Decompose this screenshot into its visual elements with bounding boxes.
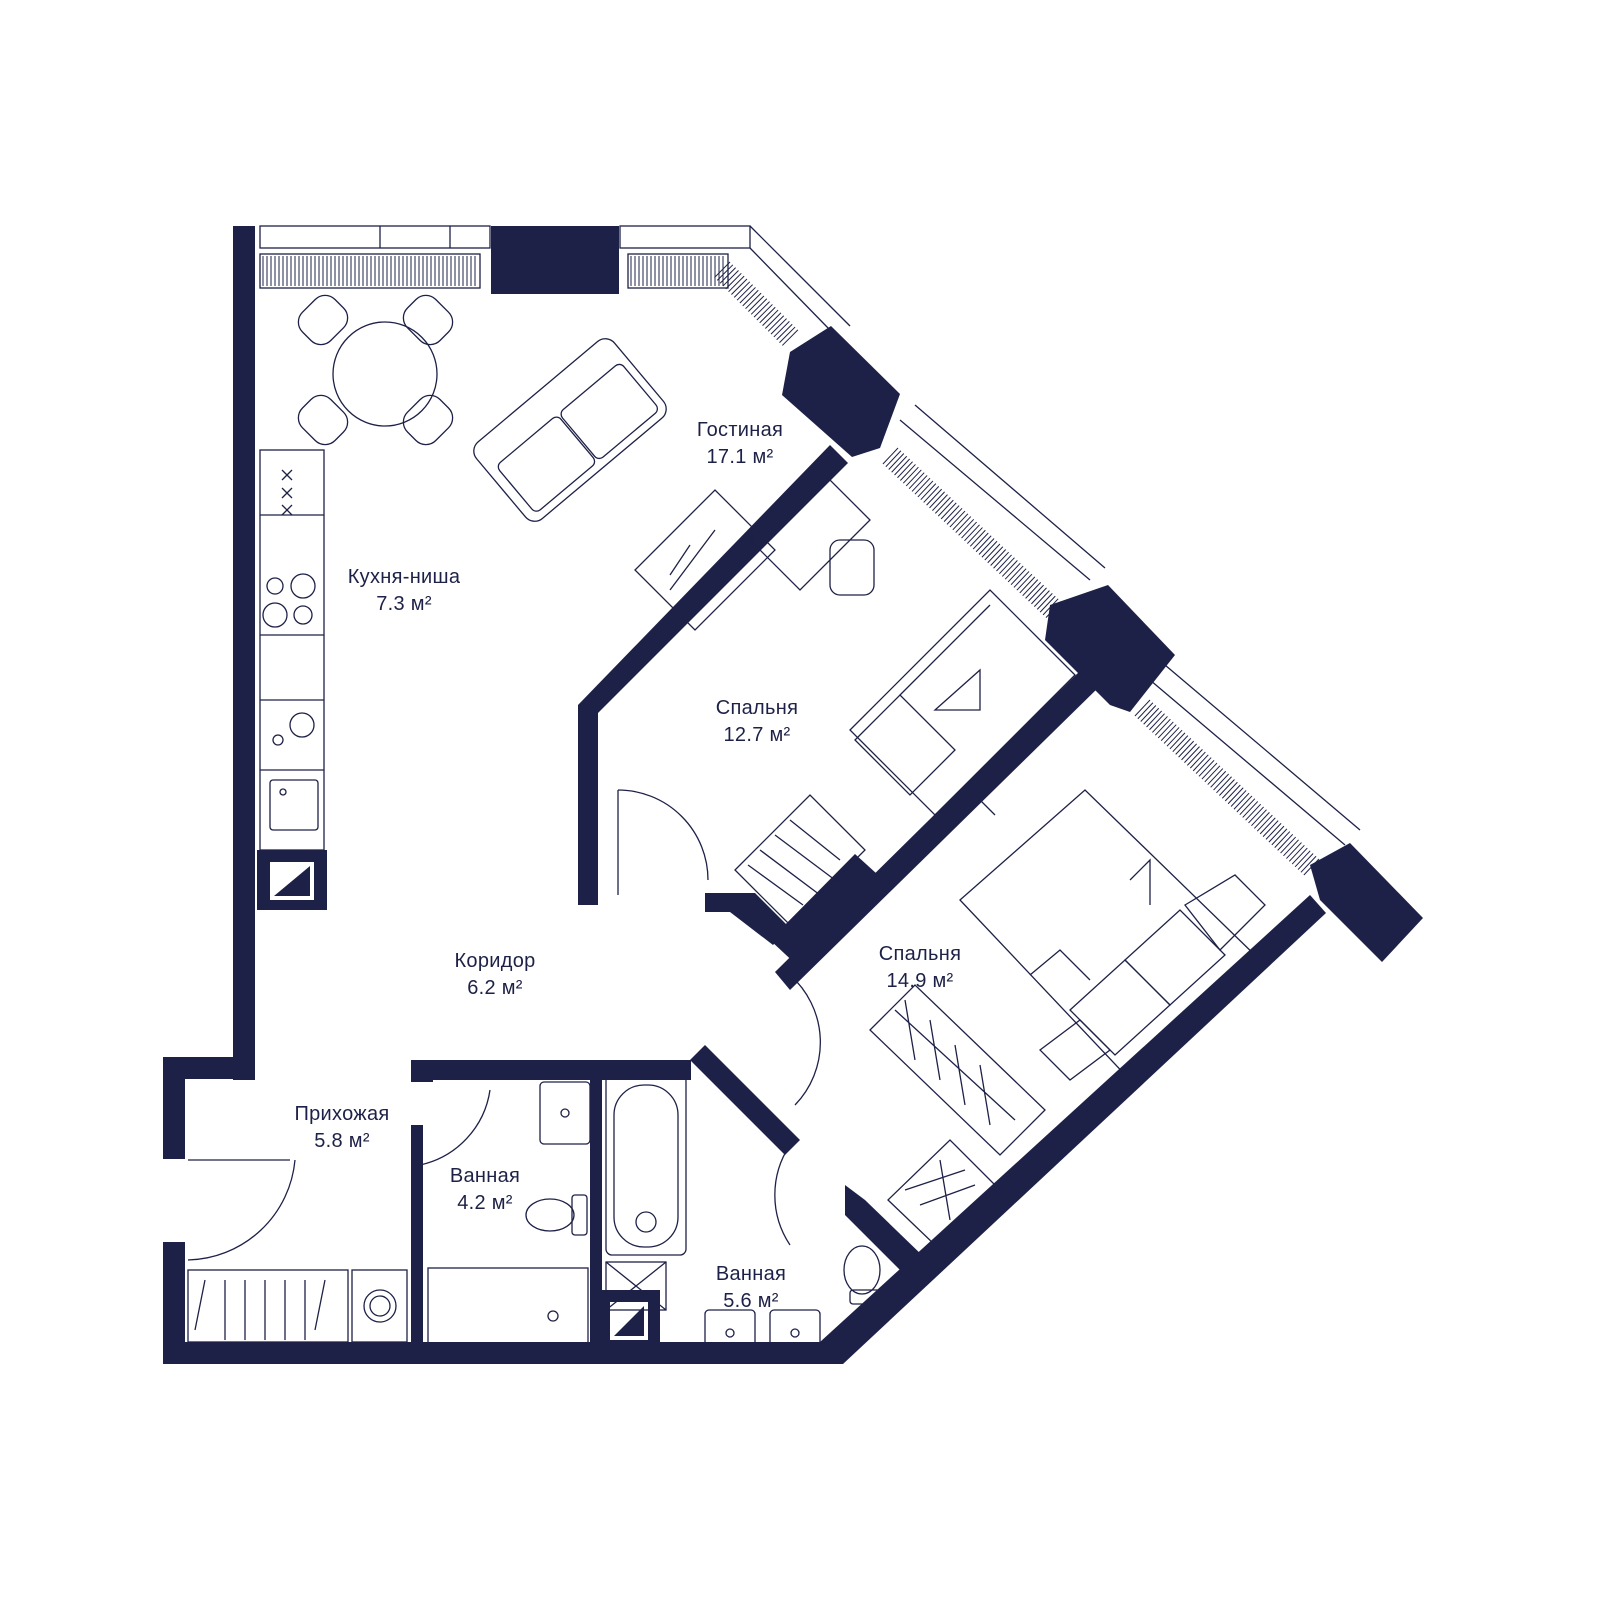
sofa-icon	[473, 338, 667, 522]
radiator-hatching	[262, 256, 1320, 876]
room-area: 4.2 м²	[457, 1192, 513, 1214]
dishwasher-icon	[272, 712, 315, 746]
room-label-living: Гостиная 17.1 м²	[697, 417, 783, 471]
stove-icon	[262, 469, 316, 628]
room-area: 6.2 м²	[467, 977, 523, 999]
room-label-kitchen: Кухня-ниша 7.3 м²	[348, 564, 461, 618]
washing-machine-icon	[351, 1269, 408, 1343]
room-area: 12.7 м²	[723, 724, 791, 746]
toilet-icon	[525, 1194, 588, 1236]
room-name: Спальня	[715, 697, 799, 719]
ventilation-shaft-icon	[274, 866, 310, 896]
window-icon	[259, 225, 1361, 846]
room-label-bedroom1: Спальня 12.7 м²	[716, 695, 798, 749]
radiator-icon	[259, 253, 729, 289]
room-name: Прихожая	[294, 1103, 390, 1125]
room-area: 14.9 м²	[886, 970, 954, 992]
room-area: 7.3 м²	[376, 593, 432, 615]
room-label-bedroom2: Спальня 14.9 м²	[879, 941, 961, 995]
sink-icon	[704, 1309, 821, 1363]
room-label-hall: Прихожая 5.8 м²	[294, 1101, 389, 1155]
desk-icon	[634, 469, 875, 631]
door-swing-icon	[187, 769, 1001, 1261]
room-name: Кухня-ниша	[347, 566, 461, 588]
room-name: Коридор	[454, 950, 536, 972]
room-area: 5.6 м²	[723, 1290, 779, 1312]
bathtub-icon	[605, 1074, 687, 1311]
room-name: Спальня	[878, 943, 962, 965]
wardrobe-icon	[187, 794, 1046, 1343]
room-name: Ванная	[449, 1165, 521, 1187]
room-name: Гостиная	[696, 419, 784, 441]
shower-icon	[427, 1267, 589, 1347]
walls	[163, 226, 1423, 1364]
ventilation-shaft-icon	[614, 1306, 644, 1336]
sink-icon	[539, 1081, 591, 1145]
double-bed-icon	[959, 789, 1266, 1081]
room-name: Ванная	[715, 1263, 787, 1285]
room-label-bath2: Ванная 5.6 м²	[716, 1261, 786, 1315]
room-label-corridor: Коридор 6.2 м²	[454, 948, 535, 1002]
toilet-icon	[843, 1245, 886, 1305]
dining-table-icon	[297, 294, 454, 446]
room-area: 17.1 м²	[706, 446, 774, 468]
single-bed-icon	[849, 589, 1076, 816]
room-area: 5.8 м²	[314, 1130, 370, 1152]
sink-icon	[269, 779, 319, 831]
room-label-bath1: Ванная 4.2 м²	[450, 1163, 520, 1217]
